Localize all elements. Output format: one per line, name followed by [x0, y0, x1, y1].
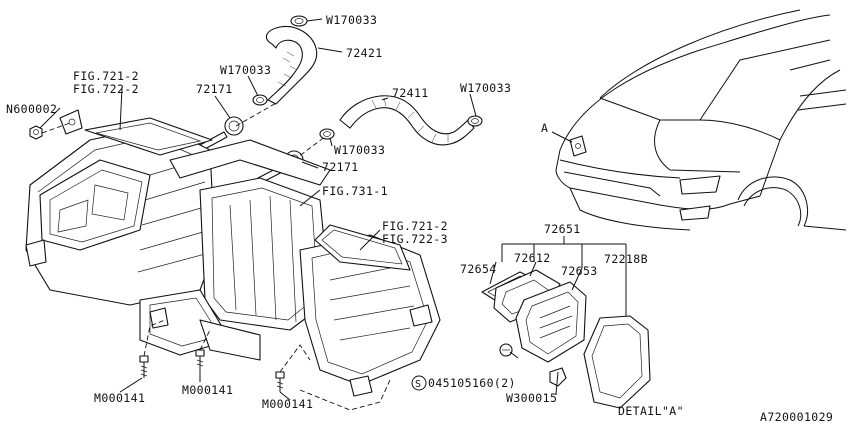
label-fig722-right-2: FIG.722-3: [382, 232, 448, 246]
detail-a-leader-lines: [501, 236, 627, 330]
label-045105160: 045105160(2): [428, 376, 516, 390]
clip-w300015: [549, 367, 567, 395]
label-fig731: FIG.731-1: [322, 184, 388, 198]
label-fig721-left-1: FIG.721-2: [73, 69, 139, 83]
label-72651: 72651: [544, 222, 581, 236]
label-w170033-left: W170033: [220, 63, 271, 77]
s-circle-marker: [411, 375, 427, 391]
label-72654: 72654: [460, 262, 497, 276]
label-72653: 72653: [561, 264, 598, 278]
label-m000141-mid: M000141: [182, 383, 233, 397]
label-w170033-mid: W170033: [334, 143, 385, 157]
nut-n600002: [29, 122, 71, 140]
label-72421: 72421: [346, 46, 383, 60]
part-labels: W170033 72421 W170033 72171 FIG.721-2 FI…: [6, 13, 833, 424]
label-m000141-left: M000141: [94, 391, 145, 405]
label-s-circle: S: [415, 379, 421, 390]
screw-m000141-right: [275, 371, 285, 392]
label-n600002: N600002: [6, 102, 57, 116]
case-72653: [515, 281, 587, 363]
label-w170033-right: W170033: [460, 81, 511, 95]
label-leader-lines: [39, 18, 583, 401]
hose-72411: [339, 95, 475, 146]
hose-clamp-w170033-right: [467, 115, 483, 127]
label-72171-top: 72171: [196, 82, 233, 96]
label-72171-mid: 72171: [322, 160, 359, 174]
screw-m000141-mid: [195, 349, 205, 370]
hose-clamp-w170033-top: [290, 15, 308, 27]
label-w300015: W300015: [506, 391, 557, 405]
label-72218b: 72218B: [604, 252, 648, 266]
label-fig721-right-1: FIG.721-2: [382, 219, 448, 233]
bolt-s045105160: [499, 343, 519, 359]
hose-72421: [265, 25, 318, 105]
gasket-72218b: [583, 315, 651, 409]
label-w170033-top: W170033: [326, 13, 377, 27]
label-72612: 72612: [514, 251, 551, 265]
label-a-marker: A: [541, 121, 548, 135]
hose-clamp-w170033-mid: [319, 128, 335, 140]
label-fig722-left-2: FIG.722-2: [73, 82, 139, 96]
screw-dash-guides: [143, 319, 391, 411]
label-72411: 72411: [392, 86, 429, 100]
label-m000141-right: M000141: [262, 397, 313, 411]
car-rear-view: [551, 9, 847, 231]
heater-unit-body: [25, 109, 441, 397]
screw-m000141-left: [139, 355, 149, 378]
hose-clamp-w170033-left: [252, 94, 268, 106]
grommet-72171-top: [224, 116, 244, 136]
label-detail-a: DETAIL"A": [618, 404, 684, 418]
diagram-id: A720001029: [760, 410, 833, 424]
